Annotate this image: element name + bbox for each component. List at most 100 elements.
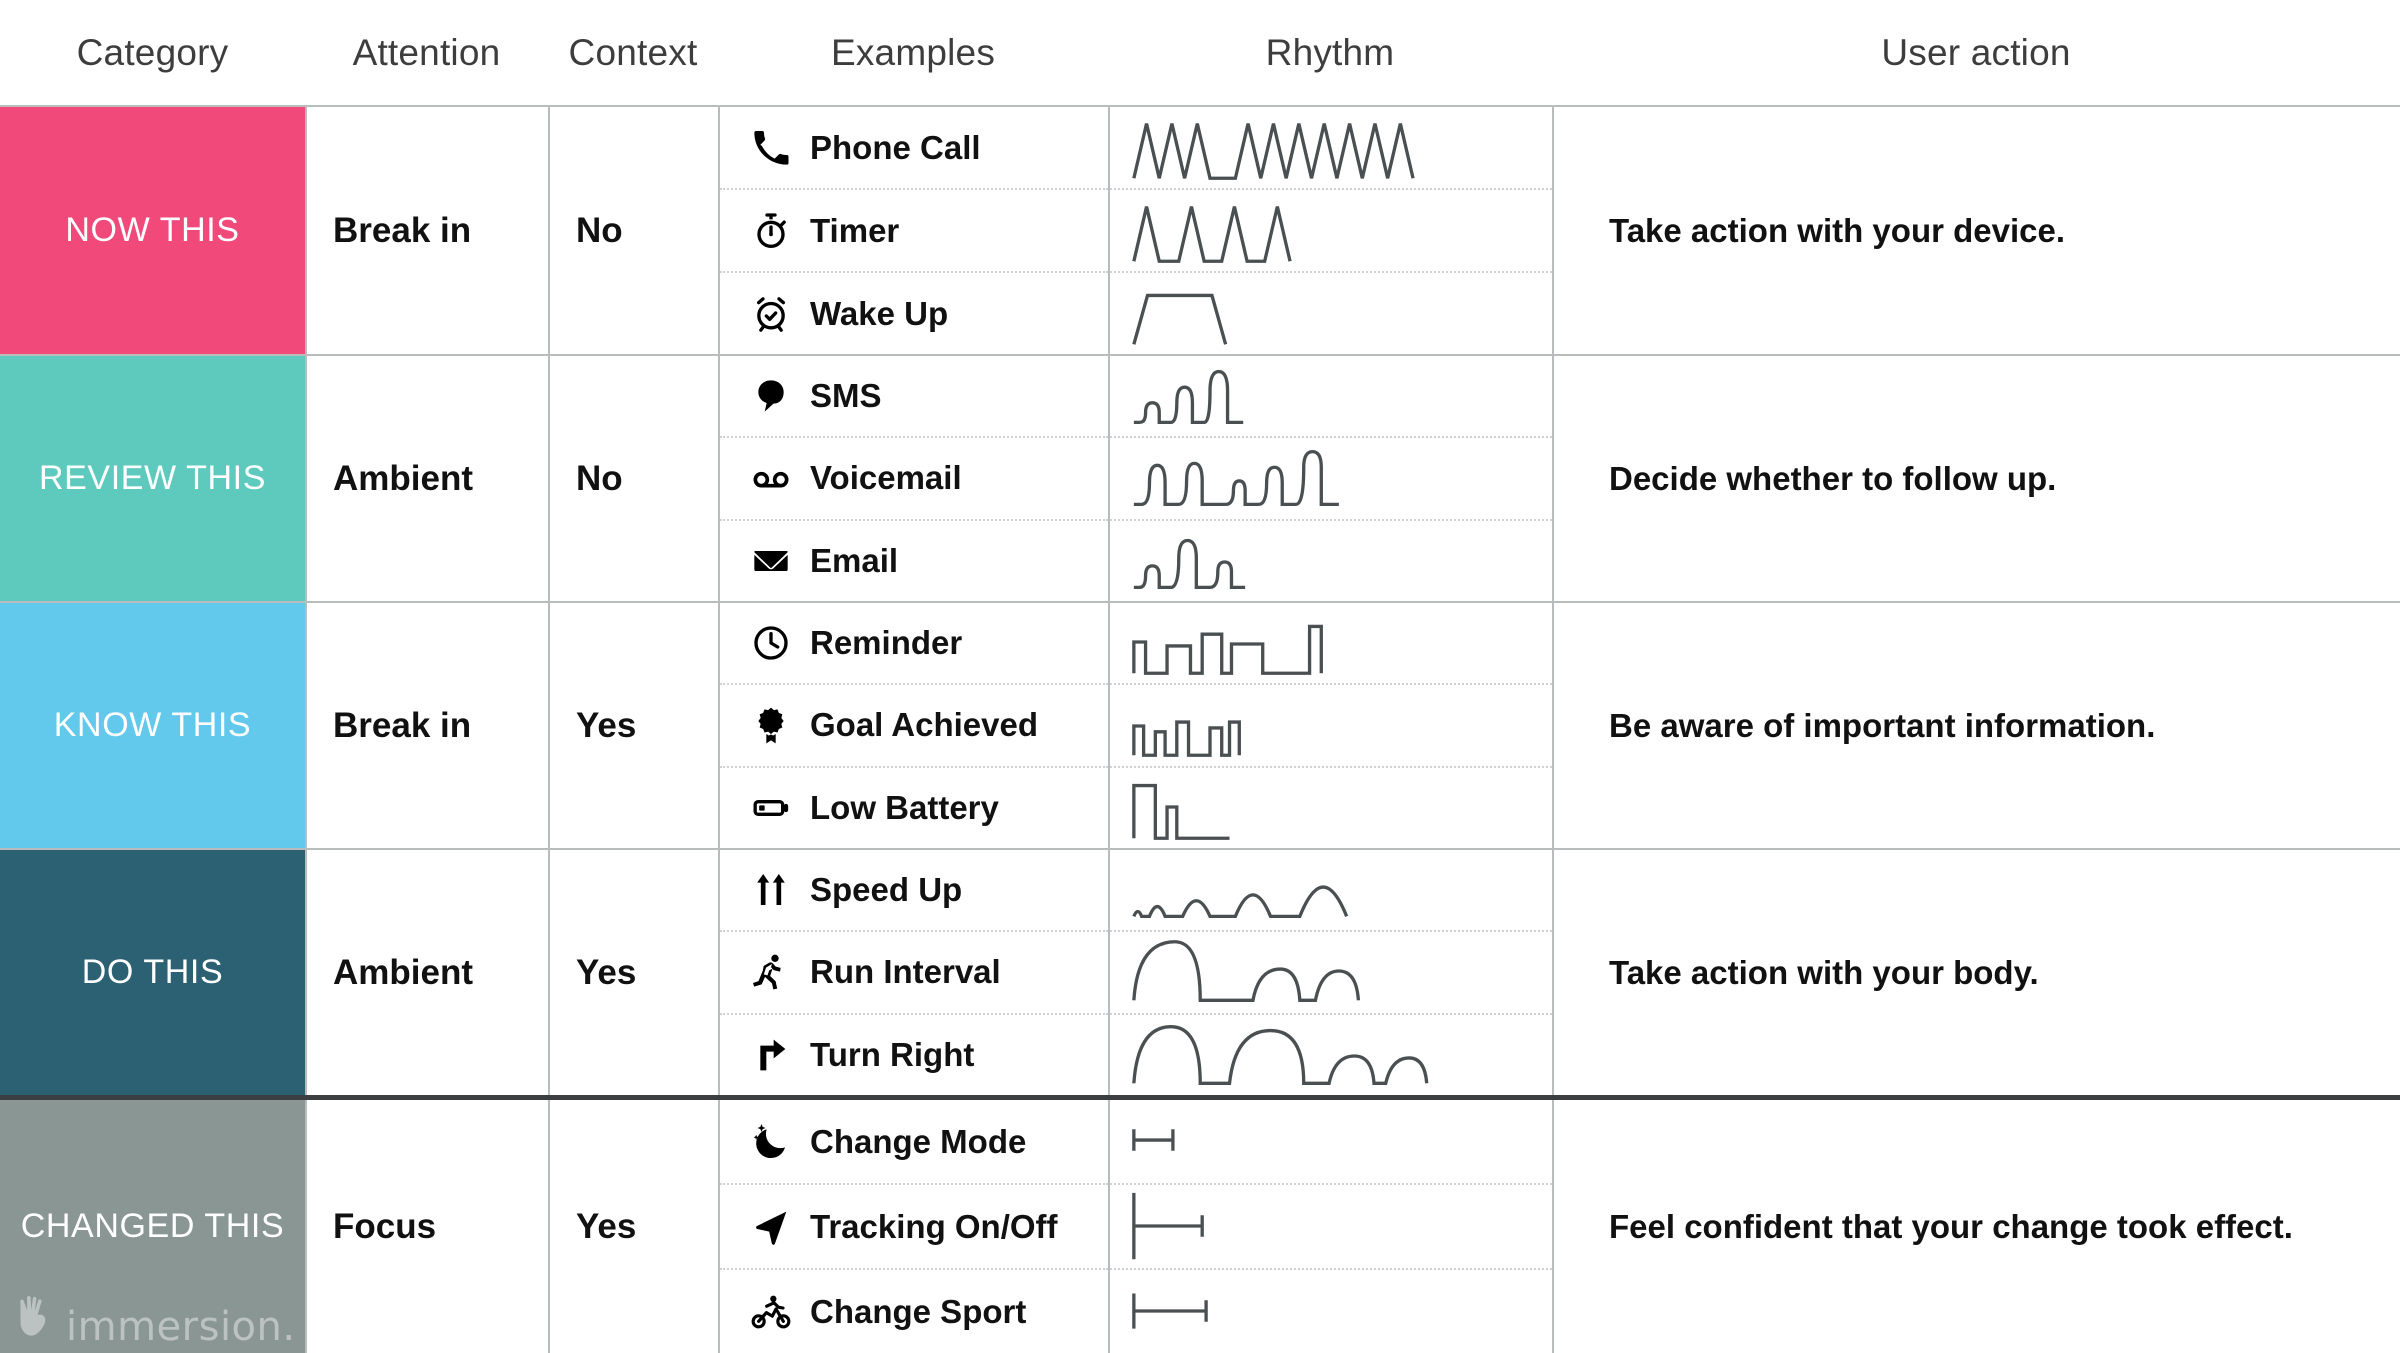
user-action-text: Take action with your device. [1609, 211, 2066, 249]
hand-logo-icon [14, 1290, 58, 1347]
example-label: Low Battery [810, 788, 999, 826]
rhythm-cell [1108, 850, 1552, 1095]
example-item[interactable]: Phone Call [720, 107, 1108, 188]
example-item[interactable]: Wake Up [720, 271, 1108, 354]
attention-value: Focus [333, 1206, 437, 1246]
column-header-rhythm: Rhythm [1265, 31, 1395, 73]
context-value: Yes [576, 705, 637, 745]
context-cell: Yes [548, 603, 718, 848]
rhythm-waveform-item [1110, 518, 1552, 601]
column-header-examples: Examples [830, 31, 996, 73]
waveform-square-goal [1132, 720, 1241, 758]
example-label: Timer [810, 211, 900, 249]
alarm-clock-icon [750, 293, 792, 335]
user-action-text: Feel confident that your change took eff… [1609, 1207, 2293, 1245]
example-item[interactable]: Run Interval [720, 930, 1108, 1012]
rhythm-waveform-item [1110, 271, 1552, 354]
category-swatch[interactable]: KNOW THIS [0, 603, 305, 848]
rhythm-waveform-item [1110, 107, 1552, 188]
context-cell: No [548, 356, 718, 601]
example-item[interactable]: Change Sport [720, 1268, 1108, 1353]
waveform-trapezoid [1132, 293, 1228, 345]
context-value: No [576, 210, 623, 250]
voicemail-icon [750, 457, 792, 499]
example-label: Change Mode [810, 1122, 1027, 1160]
example-item[interactable]: Tracking On/Off [720, 1183, 1108, 1268]
example-label: SMS [810, 377, 882, 415]
waveform-zigzag-short [1132, 205, 1292, 263]
rhythm-waveform-item [1110, 1012, 1552, 1095]
rhythm-waveform-item [1110, 188, 1552, 271]
column-header-attention: Attention [352, 31, 501, 73]
rhythm-cell [1108, 603, 1552, 848]
example-label: Change Sport [810, 1292, 1027, 1330]
user-action-cell: Take action with your device. [1552, 107, 2400, 354]
example-item[interactable]: Timer [720, 188, 1108, 271]
rhythm-waveform-item [1110, 436, 1552, 518]
example-item[interactable]: Low Battery [720, 765, 1108, 848]
example-item[interactable]: Turn Right [720, 1012, 1108, 1095]
column-header-user-action: User action [1881, 31, 2071, 73]
cyclist-icon [750, 1291, 792, 1333]
user-action-text: Decide whether to follow up. [1609, 459, 2057, 497]
rhythm-waveform-item [1110, 1268, 1552, 1353]
example-label: Phone Call [810, 128, 981, 166]
user-action-cell: Decide whether to follow up. [1552, 356, 2400, 601]
category-swatch[interactable]: DO THIS [0, 850, 305, 1095]
waveform-ibeam-tall [1132, 1192, 1204, 1259]
clock-icon [750, 622, 792, 664]
example-item[interactable]: Speed Up [720, 850, 1108, 930]
example-item[interactable]: Email [720, 518, 1108, 601]
rhythm-waveform-item [1110, 1183, 1552, 1268]
user-action-cell: Be aware of important information. [1552, 603, 2400, 848]
example-label: Tracking On/Off [810, 1207, 1058, 1245]
category-swatch[interactable]: REVIEW THIS [0, 356, 305, 601]
rhythm-cell [1108, 1100, 1552, 1353]
example-item[interactable]: Goal Achieved [720, 683, 1108, 765]
double-arrow-up-icon [750, 869, 792, 911]
context-value: Yes [576, 1206, 637, 1246]
attention-value: Break in [333, 705, 472, 745]
attention-cell: Ambient [305, 356, 548, 601]
context-value: No [576, 458, 623, 498]
attention-value: Break in [333, 210, 472, 250]
column-header-category: Category [76, 31, 229, 73]
example-item[interactable]: SMS [720, 356, 1108, 436]
context-cell: Yes [548, 850, 718, 1095]
award-icon [750, 704, 792, 746]
waveform-ibeam-short [1132, 1128, 1175, 1151]
waveform-square-reminder [1132, 624, 1323, 676]
category-swatch[interactable]: NOW THIS [0, 107, 305, 354]
waveform-pulse-voicemail [1133, 450, 1339, 507]
waveform-arc-turn [1132, 1024, 1429, 1085]
attention-cell: Break in [305, 107, 548, 354]
attention-cell: Ambient [305, 850, 548, 1095]
category-label: NOW THIS [65, 211, 240, 249]
example-item[interactable]: Reminder [720, 603, 1108, 683]
attention-cell: Focus [305, 1100, 548, 1353]
category-label: DO THIS [81, 953, 224, 991]
rhythm-waveform-item [1110, 603, 1552, 683]
user-action-cell: Feel confident that your change took eff… [1552, 1100, 2400, 1353]
rhythm-waveform-item [1110, 683, 1552, 765]
context-value: Yes [576, 952, 637, 992]
category-label: REVIEW THIS [38, 459, 266, 497]
example-item[interactable]: Voicemail [720, 436, 1108, 518]
example-label: Email [810, 541, 899, 579]
attention-value: Ambient [333, 952, 473, 992]
waveform-pulse-sms [1133, 370, 1244, 425]
table-header-row: Category Attention Context Examples Rhyt… [0, 0, 2400, 105]
waveform-zigzag-long [1132, 122, 1415, 180]
example-item[interactable]: Change Mode [720, 1100, 1108, 1183]
context-cell: Yes [548, 1100, 718, 1353]
user-action-text: Take action with your body. [1609, 953, 2039, 991]
